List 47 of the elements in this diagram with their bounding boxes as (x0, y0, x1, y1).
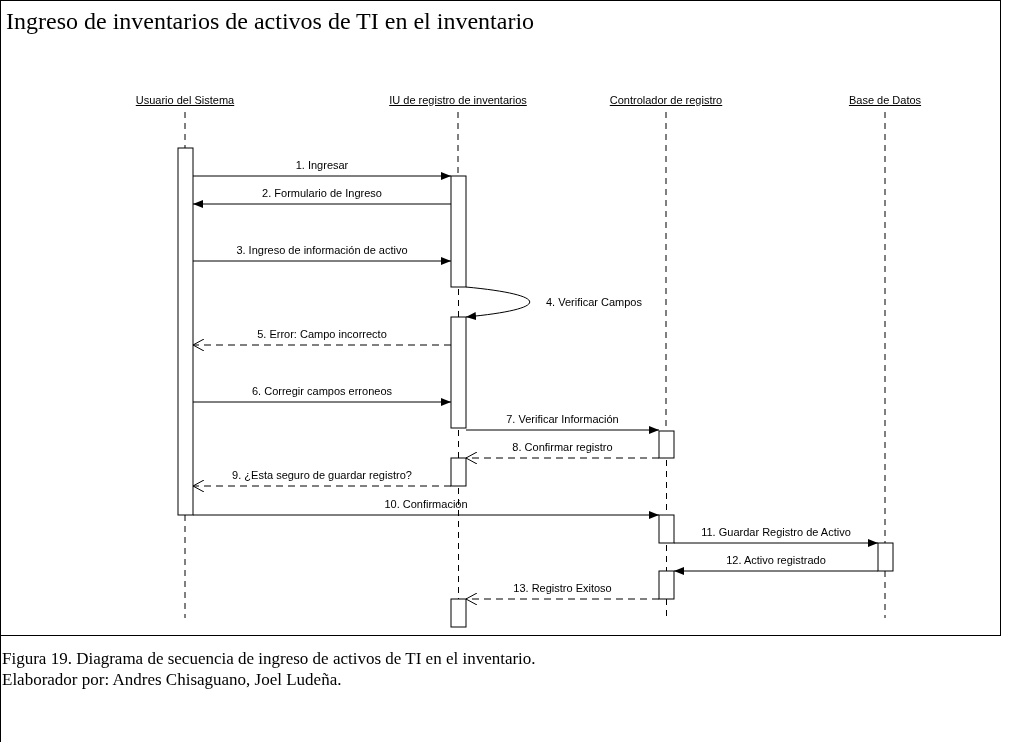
lifeline-header: Base de Datos (848, 92, 922, 108)
activation-bar (450, 316, 467, 429)
message-label: 12. Activo registrado (726, 553, 826, 568)
title: Ingreso de inventarios de activos de TI en el inventario (6, 7, 535, 36)
return-message-arrow (465, 451, 660, 465)
message-label: 1. Ingresar (295, 158, 349, 173)
lifeline (184, 111, 186, 149)
lifeline-header: IU de registro de inventarios (389, 92, 527, 108)
lifeline (458, 429, 459, 459)
message-label: 3. Ingreso de información de activo (236, 243, 408, 258)
message-label: 7. Verificar Información (506, 412, 619, 427)
message-label: 6. Corregir campos erroneos (252, 384, 392, 399)
activation-bar (450, 457, 467, 487)
message-label: 2. Formulario de Ingreso (262, 186, 382, 201)
activation-bar (658, 514, 675, 544)
lifeline (884, 111, 886, 544)
activation-bar (658, 430, 675, 459)
message-label: 9. ¿Esta seguro de guardar registro? (232, 468, 412, 483)
message-arrow (673, 567, 879, 575)
message-label: 11. Guardar Registro de Activo (701, 525, 851, 540)
lifeline-header: Usuario del Sistema (135, 92, 235, 108)
message-arrow (192, 398, 452, 406)
return-message-arrow (465, 592, 660, 606)
message-label: 4. Verificar Campos (546, 295, 642, 310)
message-label: 8. Confirmar registro (512, 440, 613, 455)
lifeline (666, 544, 667, 572)
lifeline (458, 288, 459, 318)
message-arrow (192, 200, 452, 208)
message-label: 13. Registro Exitoso (513, 581, 612, 596)
caption: Figura 19. Diagrama de secuencia de ingreso de activos de TI en el inventario. (2, 648, 536, 670)
message-label: 10. Confirmación (384, 497, 468, 512)
activation-bar (877, 542, 894, 572)
return-message-arrow (192, 479, 452, 493)
activation-bar (450, 598, 467, 628)
message-label: 5. Error: Campo incorrecto (257, 327, 387, 342)
message-arrow (192, 257, 452, 265)
activation-bar (658, 570, 675, 600)
lifeline-header: Controlador de registro (609, 92, 723, 108)
message-arrow (192, 511, 660, 519)
activation-bar (177, 147, 194, 516)
activation-bar (450, 175, 467, 288)
message-arrow (673, 539, 879, 547)
self-message-arrow (465, 286, 531, 320)
message-arrow (465, 426, 660, 434)
message-arrow (192, 172, 452, 180)
credit-note: Elaborador por: Andres Chisaguano, Joel Ludeña. (2, 669, 342, 691)
return-message-arrow (192, 338, 452, 352)
